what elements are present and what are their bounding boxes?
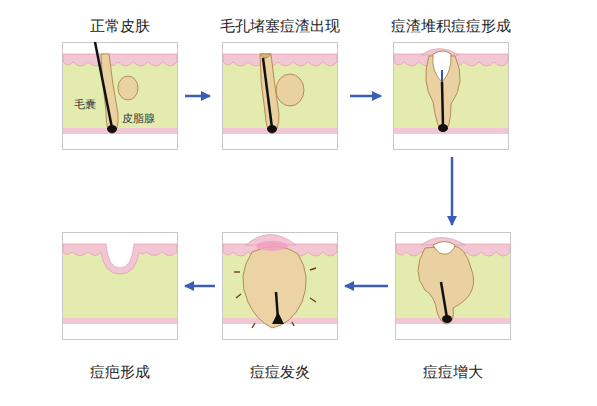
part-label: 毛囊 [74,98,96,111]
normal-skin-illustration [62,42,178,150]
scar-illustration [62,232,178,340]
stage-panel: 痘痘增大 [395,232,511,382]
stage-panel: 正常皮肤 [62,16,178,150]
stage-heading: 痘疤形成 [62,362,178,382]
flow-arrow [345,285,388,288]
growing-pimple-illustration [395,232,511,340]
stage-panel: 痘渣堆积痘痘形成 [388,16,514,150]
flow-arrow [185,285,215,288]
stage-heading: 痘痘增大 [395,362,511,382]
stage-heading: 正常皮肤 [62,16,178,36]
blocked-pore-illustration [222,42,338,150]
flow-arrow [350,95,381,98]
stage-panel: 毛孔堵塞痘渣出现 [217,16,343,150]
part-label: 皮脂腺 [122,112,155,125]
flow-arrow [451,157,454,225]
stage-heading: 痘渣堆积痘痘形成 [388,16,514,36]
stage-heading: 痘痘发炎 [222,362,338,382]
flow-arrow [185,95,210,98]
comedone-illustration [393,42,509,150]
stage-panel: 痘痘发炎 [222,232,338,382]
stage-heading: 毛孔堵塞痘渣出现 [217,16,343,36]
inflamed-pimple-illustration [222,232,338,340]
stage-panel: 痘疤形成 [62,232,178,382]
